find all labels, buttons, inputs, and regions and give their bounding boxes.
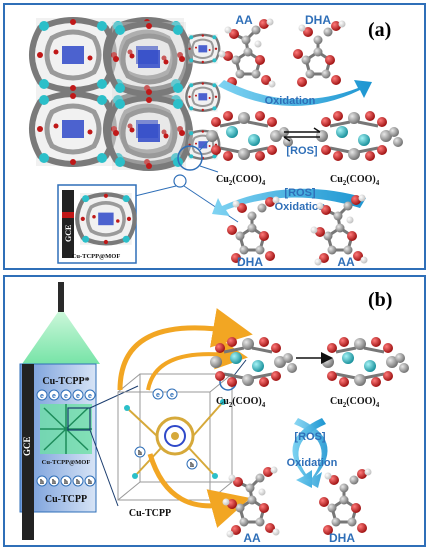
svg-text:e: e — [156, 392, 160, 399]
electrode-mof-label: Cu-TCPP@MOF — [72, 253, 121, 260]
cu-label-left-b: Cu2(COO)4 — [216, 396, 266, 409]
zoom-line-2 — [199, 165, 219, 173]
svg-text:h: h — [190, 461, 194, 469]
oxidation-bottom-label: Oxidation — [275, 201, 326, 213]
svg-text:h: h — [138, 449, 142, 457]
hole-row: h h h h h — [36, 475, 96, 487]
svg-text:h: h — [52, 478, 56, 486]
gce-bar — [62, 190, 74, 258]
aa-top-label: AA — [235, 13, 253, 27]
gce-bar-b — [22, 364, 34, 540]
cu-tcpp-star-label: Cu-TCPP* — [42, 376, 89, 387]
cu-tcpp-label-b: Cu-TCPP — [45, 494, 87, 505]
zoom-line-4 — [134, 185, 177, 197]
mof-crystal-structure — [32, 18, 221, 170]
oxidation-arrow-b-left — [292, 418, 326, 488]
equilibrium-back-head — [283, 136, 291, 142]
electrode-mof-thumb — [77, 193, 134, 245]
light-source — [58, 282, 64, 312]
panel-b-letter: (b) — [368, 289, 392, 311]
svg-text:e: e — [170, 392, 174, 399]
zoom-line-b2 — [89, 429, 119, 507]
oxidation-arrow-bottom — [212, 188, 366, 216]
ros-bottom-label: [ROS] — [284, 187, 316, 199]
oxidation-arrow-top — [218, 80, 372, 107]
aa-bottom-label: AA — [337, 255, 355, 269]
svg-text:h: h — [64, 478, 68, 486]
svg-text:e: e — [40, 393, 44, 400]
gce-label-b: GCE — [22, 436, 32, 456]
aa-label-b: AA — [243, 531, 261, 545]
svg-text:h: h — [88, 478, 92, 486]
green-mof-lattice — [40, 404, 92, 454]
panel-a-letter: (a) — [368, 19, 391, 41]
mof-label-b: Cu-TCPP@MOF — [42, 459, 91, 466]
ros-mid-label: [ROS] — [286, 145, 318, 157]
orange-arrow-3 — [147, 453, 251, 528]
svg-text:e: e — [76, 393, 80, 400]
dha-top-label: DHA — [305, 13, 331, 27]
zoom-circle-large — [177, 145, 203, 171]
gce-label-a: GCE — [64, 225, 73, 242]
equilibrium-forward-head — [313, 127, 321, 133]
svg-text:h: h — [76, 478, 80, 486]
svg-text:e: e — [52, 393, 56, 400]
orange-arrow-2 — [146, 337, 248, 391]
cu-label-left-a: Cu2(COO)4 — [216, 174, 266, 187]
oxidation-label-b: Oxidation — [287, 457, 338, 469]
mof-zoom-box — [67, 407, 91, 431]
ros-label-b: [ROS] — [294, 431, 326, 443]
zoom-line-3 — [183, 185, 239, 223]
orange-arrow-1 — [117, 308, 253, 391]
dha-bottom-label: DHA — [237, 255, 263, 269]
oxidation-arrow-b-right — [294, 418, 328, 488]
zoom-line-b1 — [89, 385, 139, 409]
svg-text:h: h — [40, 478, 44, 486]
light-beam — [22, 312, 100, 364]
zoom-circle-small — [173, 174, 187, 188]
cu-label-right-b: Cu2(COO)4 — [330, 396, 380, 409]
dha-label-b: DHA — [329, 531, 355, 545]
cu-tcpp-center-label: Cu-TCPP — [129, 508, 171, 519]
electron-row: e e e e e — [36, 389, 96, 401]
svg-text:e: e — [64, 393, 68, 400]
gce-bar-red — [62, 212, 74, 218]
svg-text:e: e — [88, 393, 92, 400]
cu-label-right-a: Cu2(COO)4 — [330, 174, 380, 187]
oxidation-top-label: Oxidation — [265, 95, 316, 107]
